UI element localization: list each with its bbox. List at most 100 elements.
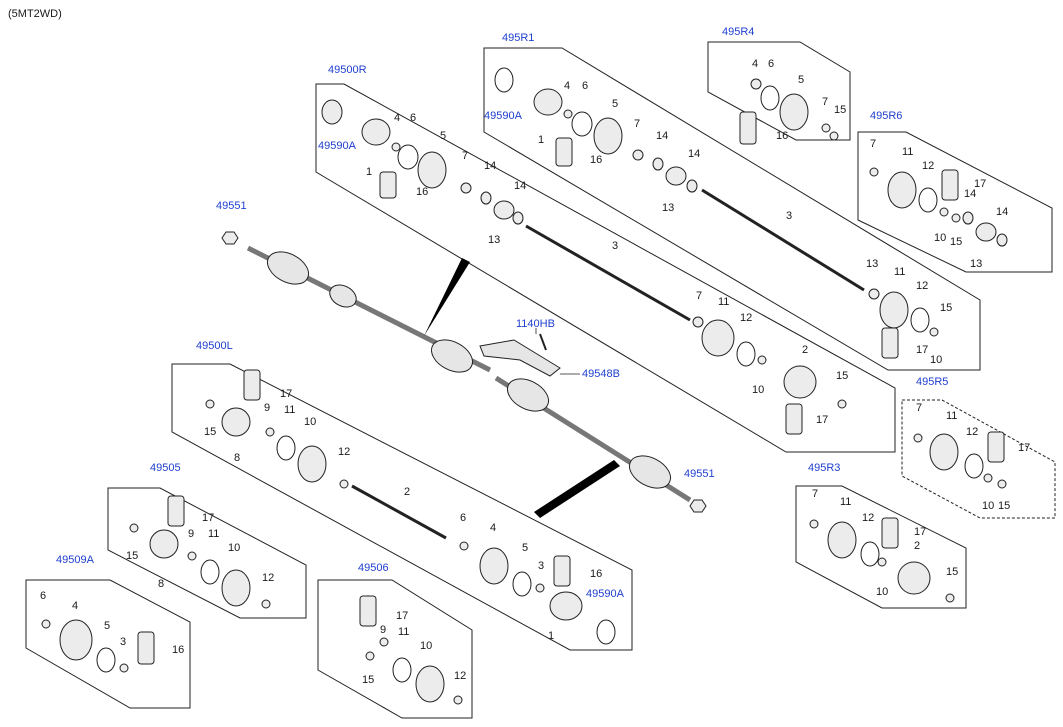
part-num-15: 15 — [362, 674, 375, 686]
frame-495R6 — [857, 131, 1053, 273]
part-num-3: 3 — [538, 560, 545, 572]
part-num-10: 10 — [304, 416, 317, 428]
part-num-13: 13 — [488, 234, 501, 246]
part-num-6: 6 — [768, 58, 775, 70]
part-num-4: 4 — [72, 600, 79, 612]
ref-495R3[interactable]: 495R3 — [808, 462, 841, 474]
ref-1140HB[interactable]: 1140HB — [516, 318, 555, 330]
part-num-11: 11 — [894, 266, 906, 278]
part-num-10: 10 — [982, 500, 995, 512]
part-num-12: 12 — [916, 280, 929, 292]
ref-49505[interactable]: 49505 — [150, 462, 181, 474]
part-num-16: 16 — [172, 644, 185, 656]
part-num-11: 11 — [902, 146, 914, 158]
part-num-17: 17 — [202, 512, 215, 524]
part-num-4: 4 — [564, 80, 571, 92]
part-num-14: 14 — [688, 148, 701, 160]
ref-49590A-49500R[interactable]: 49590A — [318, 140, 356, 152]
part-num-5: 5 — [798, 74, 805, 86]
part-num-12: 12 — [966, 426, 979, 438]
ref-49506[interactable]: 49506 — [358, 562, 389, 574]
part-num-14: 14 — [996, 206, 1009, 218]
frame-495R3 — [795, 485, 967, 609]
frame-49500R — [315, 83, 896, 453]
part-num-11: 11 — [718, 296, 730, 308]
part-num-17: 17 — [916, 344, 929, 356]
part-num-14: 14 — [656, 130, 669, 142]
part-num-4: 4 — [394, 112, 401, 124]
frame-49500L — [171, 363, 633, 651]
ref-49548B[interactable]: 49548B — [582, 368, 620, 380]
frame-495R5 — [901, 399, 1056, 519]
part-num-14: 14 — [964, 188, 977, 200]
part-num-5: 5 — [612, 98, 619, 110]
part-num-10: 10 — [934, 232, 947, 244]
part-num-12: 12 — [922, 160, 935, 172]
part-num-16: 16 — [416, 186, 429, 198]
frame-49509A — [25, 579, 191, 709]
ref-495R5[interactable]: 495R5 — [916, 376, 949, 388]
part-num-5: 5 — [104, 620, 111, 632]
part-num-17: 17 — [396, 610, 409, 622]
ref-49509A[interactable]: 49509A — [56, 554, 94, 566]
part-num-6: 6 — [582, 80, 589, 92]
part-num-12: 12 — [262, 572, 275, 584]
part-num-15: 15 — [836, 370, 849, 382]
frame-495R4 — [707, 41, 851, 141]
part-num-12: 12 — [338, 446, 351, 458]
part-num-15: 15 — [946, 566, 959, 578]
part-num-6: 6 — [410, 112, 417, 124]
part-num-10: 10 — [420, 640, 433, 652]
upper-shaft — [246, 245, 492, 373]
part-num-15: 15 — [950, 236, 963, 248]
ref-49500L[interactable]: 49500L — [196, 340, 233, 352]
part-num-17: 17 — [1018, 442, 1031, 454]
ref-49500R[interactable]: 49500R — [328, 64, 367, 76]
part-num-1: 1 — [366, 166, 373, 178]
part-num-13: 13 — [970, 258, 983, 270]
bracket-49548B — [479, 339, 561, 377]
part-num-15: 15 — [940, 302, 953, 314]
part-num-8: 8 — [158, 578, 165, 590]
ref-49590A-495R1[interactable]: 49590A — [484, 110, 522, 122]
part-num-10: 10 — [930, 354, 943, 366]
part-num-9: 9 — [264, 402, 271, 414]
part-num-7: 7 — [822, 96, 829, 108]
ref-49551-lower[interactable]: 49551 — [684, 468, 715, 480]
part-num-4: 4 — [490, 522, 497, 534]
part-num-10: 10 — [752, 384, 765, 396]
part-num-2: 2 — [802, 344, 809, 356]
part-num-12: 12 — [740, 312, 753, 324]
pointer-lower — [534, 460, 620, 518]
part-num-3: 3 — [120, 636, 127, 648]
part-num-12: 12 — [454, 670, 467, 682]
ref-495R1[interactable]: 495R1 — [502, 32, 535, 44]
part-num-5: 5 — [440, 130, 447, 142]
part-num-7: 7 — [462, 150, 469, 162]
part-num-3: 3 — [612, 240, 619, 252]
part-num-11: 11 — [398, 626, 410, 638]
part-num-12: 12 — [862, 512, 875, 524]
frame-495R1 — [483, 47, 981, 371]
ref-495R4[interactable]: 495R4 — [722, 26, 755, 38]
part-num-15: 15 — [126, 550, 139, 562]
part-num-17: 17 — [914, 526, 927, 538]
part-num-1: 1 — [538, 134, 545, 146]
part-num-7: 7 — [916, 402, 923, 414]
ref-49551-upper[interactable]: 49551 — [216, 200, 247, 212]
part-num-7: 7 — [696, 290, 703, 302]
part-num-4: 4 — [752, 58, 759, 70]
frame-49505 — [107, 487, 307, 619]
ref-49590A-49500L[interactable]: 49590A — [586, 588, 624, 600]
part-num-2: 2 — [914, 540, 921, 552]
part-num-11: 11 — [840, 496, 852, 508]
part-num-16: 16 — [590, 154, 603, 166]
part-num-16: 16 — [776, 130, 789, 142]
part-num-17: 17 — [974, 178, 987, 190]
part-num-15: 15 — [204, 426, 217, 438]
ref-495R6[interactable]: 495R6 — [870, 110, 903, 122]
part-num-10: 10 — [228, 542, 241, 554]
part-num-7: 7 — [812, 488, 819, 500]
part-num-9: 9 — [380, 624, 387, 636]
